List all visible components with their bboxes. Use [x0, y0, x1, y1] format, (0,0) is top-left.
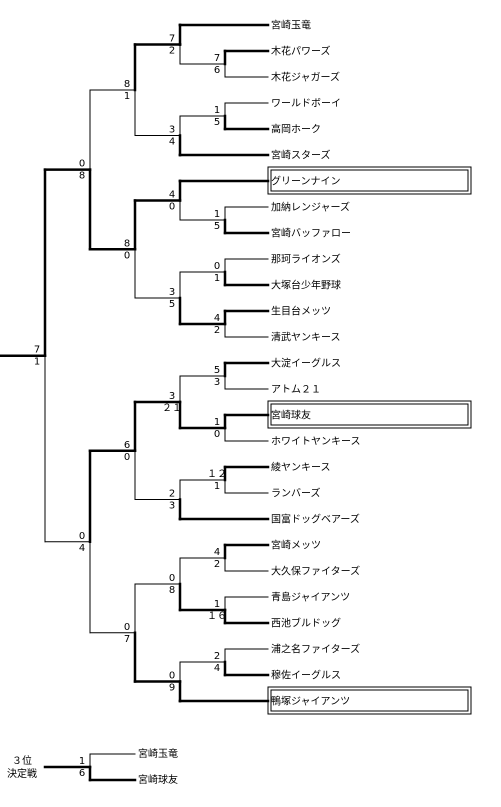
bracket-lines [0, 23, 270, 703]
team-name: 宮崎スターズ [271, 149, 331, 162]
highlight-box-outer [267, 400, 472, 429]
team-name: ホワイトヤンキース [271, 436, 361, 448]
score-top: 1 [214, 105, 220, 116]
team-name: アトム２１ [271, 384, 321, 396]
team-name: 鴨塚ジャイアンツ [271, 695, 350, 708]
team-name: 生目台メッツ [271, 305, 331, 318]
team-name: 青島ジャイアンツ [271, 591, 350, 604]
team-name: 大久保ファイターズ [271, 565, 360, 578]
team-name: 高岡ホーク [271, 123, 321, 136]
score-bottom: １６ [207, 611, 227, 622]
team-labels: 宮崎玉竜木花パワーズ木花ジャガーズワールドボーイ高岡ホーク宮崎スターズグリーンナ… [271, 19, 361, 708]
team-name: 木花ジャガーズ [271, 71, 340, 84]
highlight-boxes [267, 166, 472, 715]
team-name: 穆佐イーグルス [271, 669, 341, 682]
score-bottom: 4 [214, 663, 220, 674]
score-top: 7 [34, 345, 40, 356]
highlight-box-outer [267, 686, 472, 715]
score-bottom: 6 [214, 65, 220, 76]
score-bottom: ２１ [162, 403, 182, 414]
score-bottom: 5 [214, 221, 220, 232]
score-top: 4 [169, 190, 175, 201]
score-top: 0 [124, 622, 130, 633]
score-bottom: 2 [214, 325, 220, 336]
score-bottom: 2 [214, 559, 220, 570]
team-name: グリーンナイン [271, 175, 341, 188]
highlight-box-inner [270, 689, 469, 712]
team-name: 加納レンジャーズ [271, 201, 350, 214]
score-top: 4 [214, 547, 220, 558]
score-top: 8 [124, 238, 130, 249]
score-top: 0 [169, 573, 175, 584]
team-name: 清武ヤンキース [271, 331, 341, 344]
team-name: 西池ブルドッグ [271, 617, 341, 630]
score-bottom: 5 [169, 299, 175, 310]
match-scores: 76721534811540014235800853103２１１２1236042… [34, 34, 227, 694]
score-top: 1 [214, 599, 220, 610]
score-top: 3 [169, 391, 175, 402]
score-bottom: 1 [214, 273, 220, 284]
score-top: 7 [214, 53, 220, 64]
score-bottom: 8 [169, 585, 175, 596]
score-top: 5 [214, 365, 220, 376]
team-name: ワールドボーイ [271, 98, 341, 110]
highlight-box-outer [267, 166, 472, 195]
team-name: 国富ドッグベアーズ [271, 513, 360, 526]
score-top: 0 [79, 159, 85, 170]
score-bottom: 9 [169, 683, 175, 694]
score-bottom: 0 [214, 429, 220, 440]
score-bottom: 8 [79, 171, 85, 182]
score-bottom: 1 [124, 91, 130, 102]
score-top: 8 [124, 79, 130, 90]
score-bottom: 1 [214, 481, 220, 492]
score-top: 3 [169, 125, 175, 136]
highlight-box-inner [270, 169, 469, 192]
score-bottom: 7 [124, 634, 130, 645]
third-place-team: 宮崎玉竜 [138, 747, 178, 760]
third-place-title-2: 決定戦 [7, 767, 37, 780]
score-bottom: 1 [34, 357, 40, 368]
score-top: 1 [214, 417, 220, 428]
score-top: 1 [214, 209, 220, 220]
score-bottom: 4 [169, 137, 175, 148]
team-name: ランバーズ [271, 487, 321, 500]
score-bottom: 2 [169, 46, 175, 57]
score-top: 2 [169, 489, 175, 500]
team-name: 綾ヤンキース [271, 461, 331, 474]
score-top: 0 [79, 531, 85, 542]
team-name: 大淀イーグルス [271, 357, 341, 370]
score-bottom: 3 [169, 501, 175, 512]
third-place-score-top: 1 [79, 756, 85, 767]
score-bottom: 0 [169, 202, 175, 213]
third-place-title-1: ３位 [12, 754, 32, 767]
score-bottom: 4 [79, 543, 85, 554]
score-top: 6 [124, 440, 130, 451]
score-bottom: 5 [214, 117, 220, 128]
team-name: 那珂ライオンズ [271, 253, 341, 266]
score-top: 3 [169, 287, 175, 298]
score-bottom: 0 [124, 452, 130, 463]
score-bottom: 3 [214, 377, 220, 388]
team-name: 大塚台少年野球 [271, 279, 341, 292]
score-top: １２ [207, 469, 227, 480]
third-place-score-bottom: 6 [79, 768, 85, 779]
score-top: 4 [214, 313, 220, 324]
team-name: 宮崎メッツ [271, 539, 321, 552]
team-name: 宮崎玉竜 [271, 19, 311, 32]
score-top: 2 [214, 651, 220, 662]
score-bottom: 0 [124, 250, 130, 261]
third-place-team: 宮崎球友 [138, 773, 178, 786]
team-name: 木花パワーズ [271, 45, 331, 58]
team-name: 宮崎バッファロー [271, 227, 351, 240]
score-top: 7 [169, 34, 175, 45]
score-top: 0 [169, 671, 175, 682]
team-name: 宮崎球友 [271, 409, 311, 422]
highlight-box-inner [270, 403, 469, 426]
team-name: 浦之名ファイターズ [271, 643, 360, 656]
score-top: 0 [214, 261, 220, 272]
